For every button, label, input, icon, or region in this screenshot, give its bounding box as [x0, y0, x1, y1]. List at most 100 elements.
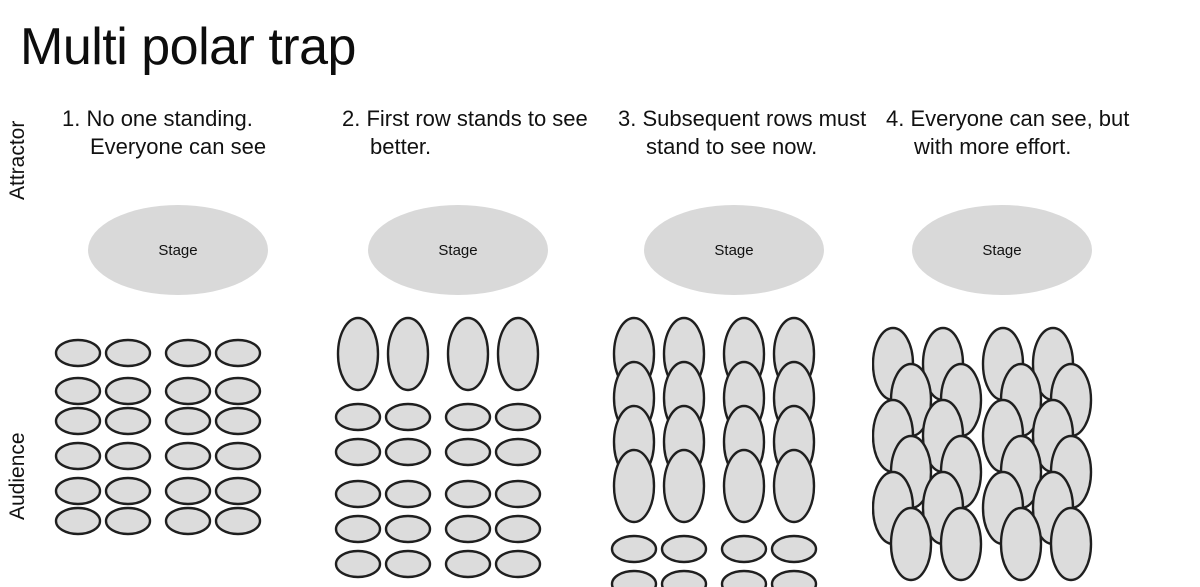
- audience-seat: [662, 404, 706, 480]
- audience-seat: [214, 441, 262, 471]
- audience-seat: [54, 476, 102, 506]
- audience-seat: [1031, 398, 1075, 474]
- audience-seat: [334, 549, 382, 579]
- audience-seat: [164, 441, 212, 471]
- axis-label-audience: Audience: [6, 432, 29, 520]
- audience-seat: [770, 534, 818, 564]
- audience-seat: [772, 360, 816, 436]
- audience-seat: [610, 569, 658, 587]
- audience-seat: [444, 479, 492, 509]
- audience-seat: [334, 479, 382, 509]
- audience-seat: [384, 549, 432, 579]
- audience-seat: [981, 398, 1025, 474]
- audience-seat: [496, 316, 540, 392]
- audience-seat: [872, 398, 915, 474]
- audience-seat: [384, 437, 432, 467]
- audience-seat: [662, 448, 706, 524]
- audience-seat: [164, 506, 212, 536]
- audience-seat: [999, 362, 1043, 438]
- audience-seat: [939, 434, 983, 510]
- audience-seat: [662, 360, 706, 436]
- audience-seat: [104, 338, 152, 368]
- audience-seat: [494, 479, 542, 509]
- audience-seat: [444, 549, 492, 579]
- audience-seat: [334, 514, 382, 544]
- audience-seat: [54, 376, 102, 406]
- audience-seat: [921, 470, 965, 546]
- stage-label: Stage: [438, 241, 478, 259]
- audience-seat: [1049, 506, 1093, 582]
- audience-seat: [444, 402, 492, 432]
- stage-label: Stage: [158, 241, 198, 259]
- panel-4: 4. Everyone can see, but with more effor…: [872, 0, 1162, 587]
- audience-seat: [494, 437, 542, 467]
- audience-seat: [981, 326, 1025, 402]
- audience-seat: [54, 338, 102, 368]
- audience-seat: [104, 506, 152, 536]
- audience-seat: [999, 434, 1043, 510]
- audience-seat: [939, 362, 983, 438]
- audience-seat: [214, 406, 262, 436]
- audience-seat: [164, 476, 212, 506]
- stage-label: Stage: [982, 241, 1022, 259]
- audience-seat: [722, 404, 766, 480]
- audience-seat: [104, 476, 152, 506]
- audience-seat: [334, 437, 382, 467]
- panel-3: 3. Subsequent rows must stand to see now…: [604, 0, 894, 587]
- audience-seat: [612, 316, 656, 392]
- audience-seat: [54, 406, 102, 436]
- audience-seat: [386, 316, 430, 392]
- audience-seat: [384, 402, 432, 432]
- audience-seat: [104, 441, 152, 471]
- audience-seat: [772, 316, 816, 392]
- audience-seat: [722, 360, 766, 436]
- audience-seat: [662, 316, 706, 392]
- audience-seat: [889, 434, 933, 510]
- panel-4-stage: Stage: [912, 205, 1092, 295]
- audience-seat: [54, 441, 102, 471]
- audience-seat: [921, 326, 965, 402]
- panel-4-caption: 4. Everyone can see, but with more effor…: [886, 106, 1130, 159]
- audience-seat: [214, 376, 262, 406]
- audience-seat: [720, 534, 768, 564]
- panel-1-caption: 1. No one standing. Everyone can see: [62, 106, 267, 159]
- audience-seat: [384, 479, 432, 509]
- panel-2-stage: Stage: [368, 205, 548, 295]
- audience-seat: [164, 406, 212, 436]
- panel-1: 1. No one standing. Everyone can see Sta…: [48, 0, 338, 587]
- audience-seat: [999, 506, 1043, 582]
- audience-seat: [889, 506, 933, 582]
- axis-label-attractor: Attractor: [6, 120, 29, 200]
- audience-seat: [1031, 470, 1075, 546]
- audience-seat: [384, 514, 432, 544]
- audience-seat: [889, 362, 933, 438]
- audience-seat: [494, 549, 542, 579]
- audience-seat: [104, 376, 152, 406]
- audience-seat: [444, 437, 492, 467]
- audience-seat: [612, 448, 656, 524]
- audience-seat: [334, 402, 382, 432]
- audience-seat: [446, 316, 490, 392]
- audience-seat: [610, 534, 658, 564]
- audience-seat: [336, 316, 380, 392]
- audience-seat: [214, 476, 262, 506]
- audience-seat: [722, 316, 766, 392]
- audience-seat: [612, 404, 656, 480]
- panel-3-stage: Stage: [644, 205, 824, 295]
- audience-seat: [1031, 326, 1075, 402]
- panel-3-caption: 3. Subsequent rows must stand to see now…: [618, 106, 867, 159]
- audience-seat: [104, 406, 152, 436]
- audience-seat: [1049, 362, 1093, 438]
- panel-2-caption: 2. First row stands to see better.: [342, 106, 588, 159]
- audience-seat: [1049, 434, 1093, 510]
- audience-seat: [54, 506, 102, 536]
- audience-seat: [660, 569, 708, 587]
- panel-2: 2. First row stands to see better. Stage: [328, 0, 618, 587]
- audience-seat: [612, 360, 656, 436]
- audience-seat: [772, 448, 816, 524]
- audience-seat: [720, 569, 768, 587]
- audience-seat: [722, 448, 766, 524]
- audience-seat: [772, 404, 816, 480]
- audience-seat: [214, 338, 262, 368]
- page-title: Multi polar trap: [20, 18, 356, 76]
